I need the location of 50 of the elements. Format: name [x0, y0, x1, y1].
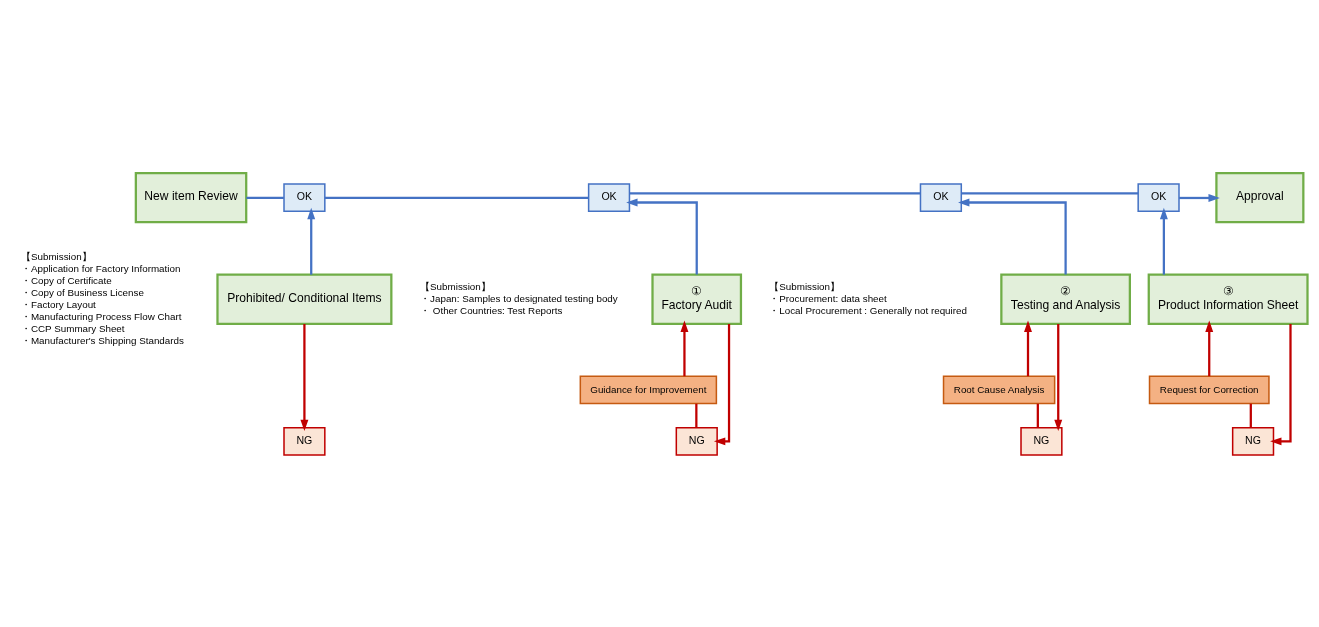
node-box: ② Testing and Analysis — [1000, 273, 1131, 325]
node-label: 【Submission】 — [769, 280, 841, 292]
node-label: ・Manufacturing Process Flow Chart — [20, 310, 182, 322]
arrow — [1024, 320, 1032, 376]
node-label: ・Factory Layout — [20, 298, 96, 310]
node-label: ・Copy of Certificate — [20, 274, 112, 286]
arrow — [680, 320, 689, 376]
node-box: OK — [587, 182, 631, 212]
node-box: Request for Correction — [1148, 375, 1270, 404]
node-label: ・Procurement: data sheet — [769, 292, 887, 304]
arrow — [300, 323, 309, 431]
connector — [324, 196, 589, 199]
connector — [1249, 403, 1252, 428]
node-box: NG — [1020, 426, 1063, 456]
node-box: Root Cause Analysis — [942, 375, 1056, 404]
arrow — [1205, 320, 1214, 376]
node-label: 【Submission】 — [20, 250, 92, 261]
node-box: OK — [1137, 182, 1180, 212]
node-box: NG — [675, 426, 718, 456]
node-label: ・Copy of Business License — [20, 286, 144, 298]
connector — [1036, 403, 1039, 428]
node-label: ・CCP Summary Sheet — [20, 322, 125, 334]
node-label: ・ Other Countries: Test Reports — [420, 304, 563, 316]
node-label: 【Submission】 — [420, 280, 491, 292]
node-box: New item Review — [134, 171, 248, 223]
connector — [695, 403, 698, 428]
arrow — [958, 198, 1067, 275]
arrow — [1159, 207, 1168, 275]
arrow — [1270, 323, 1292, 445]
arrow — [307, 207, 316, 275]
node-box: OK — [283, 182, 326, 212]
node-box: ① Factory Audit — [651, 273, 743, 325]
node-box: NG — [1231, 426, 1275, 456]
node-box: Approval — [1215, 171, 1305, 223]
node-label: ・Manufacturer's Shipping Standards — [20, 334, 184, 346]
arrow — [1054, 323, 1063, 431]
node-box: ③ Product Information Sheet — [1147, 273, 1309, 325]
connector — [629, 191, 921, 195]
arrow — [626, 198, 698, 275]
node-label: ・Application for Factory Information — [20, 262, 181, 274]
arrow — [1179, 193, 1220, 202]
node-box: NG — [283, 426, 326, 456]
node-box: Guidance for Improvement — [579, 375, 718, 404]
node-label: ・Japan: Samples to designated testing body — [420, 292, 618, 304]
arrow — [713, 323, 731, 445]
node-box: Prohibited/ Conditional Items — [216, 273, 393, 325]
node-box: OK — [919, 182, 963, 212]
connector — [246, 196, 284, 199]
connector — [961, 191, 1138, 195]
node-label: ・Local Procurement : Generally not required — [769, 304, 967, 316]
